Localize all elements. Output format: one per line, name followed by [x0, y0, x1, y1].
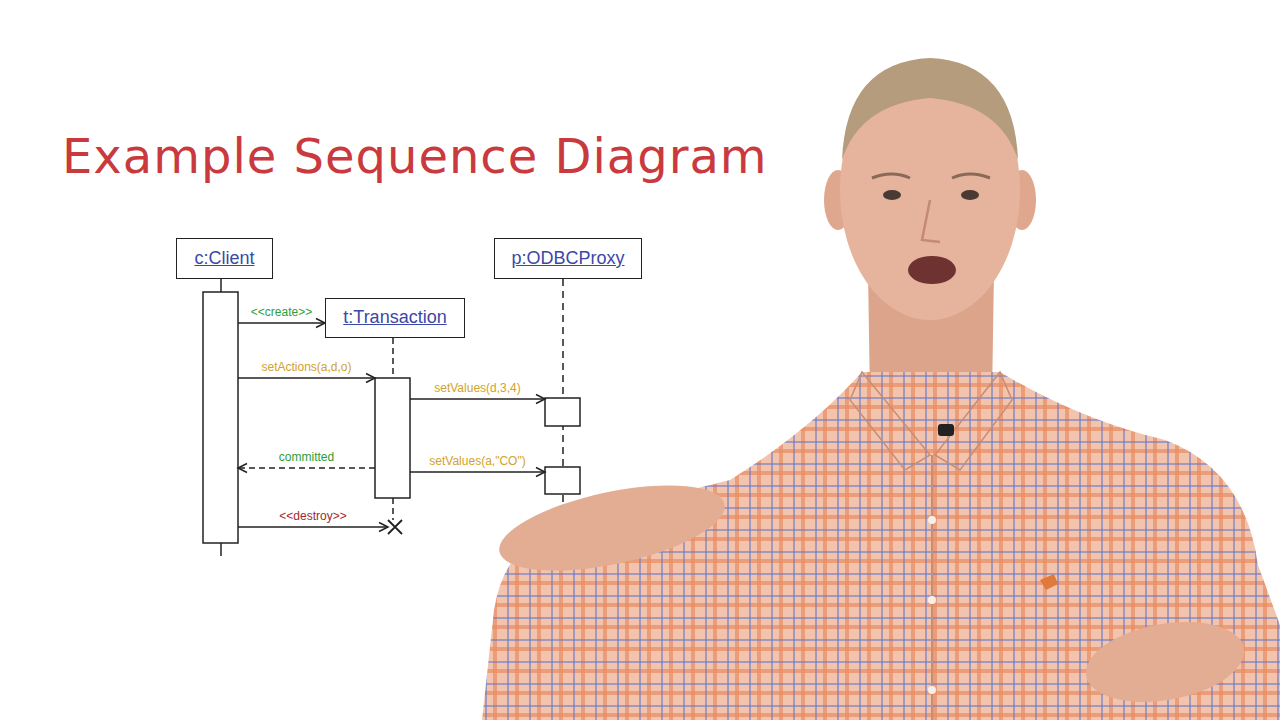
- shirt-collar: [850, 372, 930, 470]
- message-label: setActions(a,d,o): [259, 361, 353, 375]
- eye: [883, 190, 901, 200]
- eyebrow: [952, 174, 990, 178]
- shirt-logo: [1040, 574, 1058, 590]
- activation-bar: [545, 467, 580, 494]
- shirt-button: [928, 686, 936, 694]
- object-box: t:Transaction: [325, 298, 465, 338]
- transaction-lifeline: [392, 338, 394, 378]
- arrowhead: [238, 464, 247, 473]
- shirt-collar: [935, 372, 1012, 470]
- hand: [1080, 611, 1251, 714]
- message-line: [238, 467, 375, 469]
- nose: [922, 200, 940, 242]
- message-line: [238, 322, 325, 324]
- object-box: p:ODBCProxy: [494, 238, 642, 279]
- destroy-mark: [388, 520, 402, 534]
- message-label: <<create>>: [249, 306, 314, 320]
- slide-title: Example Sequence Diagram: [62, 128, 768, 184]
- arrowhead: [536, 395, 545, 404]
- object-name: c:Client: [194, 248, 254, 270]
- transaction-lifeline: [392, 498, 394, 520]
- object-name: t:Transaction: [343, 307, 446, 329]
- message-label: committed: [277, 451, 336, 465]
- eyebrow: [872, 174, 910, 178]
- mouth: [908, 256, 956, 284]
- activation-bar: [545, 398, 580, 426]
- client-lifeline: [220, 279, 222, 292]
- arrowhead: [536, 468, 545, 477]
- eye: [961, 190, 979, 200]
- hair: [842, 58, 1018, 160]
- shirt-button: [928, 596, 936, 604]
- object-name: p:ODBCProxy: [511, 248, 624, 270]
- message-label: <<destroy>>: [277, 510, 348, 524]
- arrowhead: [316, 319, 325, 328]
- microphone: [938, 424, 954, 436]
- message-label: setValues(a,"CO"): [427, 455, 527, 469]
- object-box: c:Client: [176, 238, 273, 279]
- shirt-button: [928, 516, 936, 524]
- shirt: [482, 372, 1280, 720]
- message-line: [410, 471, 545, 473]
- client-lifeline: [220, 543, 222, 556]
- activation-bar: [375, 378, 410, 498]
- message-line: [238, 526, 388, 528]
- arrowhead: [366, 374, 375, 383]
- message-line: [238, 377, 375, 379]
- hand: [492, 469, 732, 587]
- arrowhead: [379, 523, 388, 532]
- message-label: setValues(d,3,4): [432, 382, 523, 396]
- activation-bar: [203, 292, 238, 543]
- shirt-placket: [931, 455, 933, 720]
- message-line: [410, 398, 545, 400]
